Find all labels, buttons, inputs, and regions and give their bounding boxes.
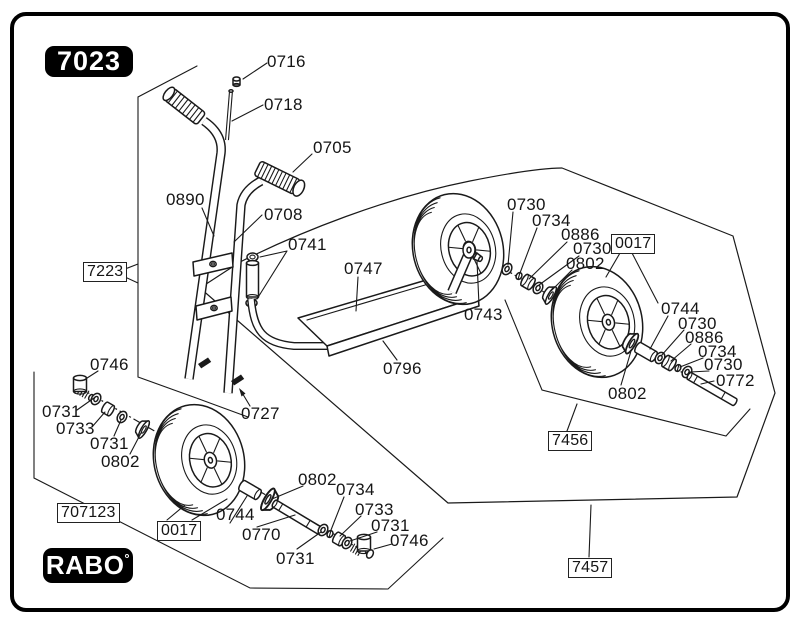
part-label-0734-1: 0734: [532, 211, 571, 230]
part-label-0746-1: 0746: [90, 355, 129, 374]
leader-lines: [76, 62, 715, 558]
brand-badge: RABO°: [43, 548, 133, 583]
part-label-0708: 0708: [264, 205, 303, 224]
steering-column: [184, 117, 264, 394]
part-label-0731-4: 0731: [371, 516, 410, 535]
wheel-arm: [447, 241, 476, 294]
part-label-0886-2: 0886: [685, 328, 724, 347]
part-label-0802-1: 0802: [566, 254, 605, 273]
part-label-0796: 0796: [383, 359, 422, 378]
handlebar-left-grip: [162, 86, 206, 125]
axle-parts-front: [72, 374, 375, 559]
part-label-0731-3: 0731: [276, 549, 315, 568]
model-badge: 7023: [45, 46, 133, 77]
part-label-7457: 7457: [568, 558, 613, 578]
handlebar-right-grip-0705: [254, 161, 306, 197]
part-label-0730-1: 0730: [507, 195, 546, 214]
part-label-0731-1: 0731: [42, 402, 81, 421]
pegs-0727: [198, 357, 245, 386]
part-label-0730-2: 0730: [573, 239, 612, 258]
part-label-0730-3: 0730: [678, 314, 717, 333]
part-label-0744-1: 0744: [661, 299, 700, 318]
part-label-0772: 0772: [716, 371, 755, 390]
part-label-0733-2: 0733: [355, 500, 394, 519]
part-label-0705: 0705: [313, 138, 352, 157]
part-label-0802-2: 0802: [608, 384, 647, 403]
part-label-0890: 0890: [166, 190, 205, 209]
brand-name: RABO: [45, 550, 125, 580]
part-label-0741: 0741: [288, 235, 327, 254]
outline-7456: [504, 299, 751, 437]
part-label-0734-2: 0734: [698, 342, 737, 361]
crossbar-plates: [192, 252, 234, 321]
outline-707123: [33, 371, 444, 590]
part-label-0734-3: 0734: [336, 480, 375, 499]
part-label-0746-2: 0746: [390, 531, 429, 550]
part-label-0733-1: 0733: [56, 419, 95, 438]
part-label-0017-left: 0017: [157, 521, 202, 541]
brand-trademark: °: [124, 551, 131, 566]
part-label-707123: 707123: [57, 503, 120, 523]
part-label-0744-2: 0744: [216, 505, 255, 524]
model-number: 7023: [56, 46, 122, 76]
part-label-7223: 7223: [83, 262, 128, 282]
part-label-0747: 0747: [344, 259, 383, 278]
page-border: [10, 12, 790, 612]
part-label-0727: 0727: [241, 404, 280, 423]
axle-stub-0743: [472, 252, 484, 263]
cap-0716: [232, 76, 241, 88]
part-label-0802-3: 0802: [101, 452, 140, 471]
part-label-0017-right: 0017: [611, 234, 656, 254]
part-label-0802-4: 0802: [298, 470, 337, 489]
part-label-0743: 0743: [464, 305, 503, 324]
part-label-0731-2: 0731: [90, 434, 129, 453]
part-label-0730-4: 0730: [704, 355, 743, 374]
part-label-0770: 0770: [242, 525, 281, 544]
front-tube-0747: [247, 298, 332, 350]
part-label-0716: 0716: [267, 52, 306, 71]
part-label-0886-1: 0886: [561, 225, 600, 244]
part-label-7456: 7456: [548, 431, 593, 451]
part-label-0718: 0718: [264, 95, 303, 114]
rod-0718: [225, 89, 234, 141]
